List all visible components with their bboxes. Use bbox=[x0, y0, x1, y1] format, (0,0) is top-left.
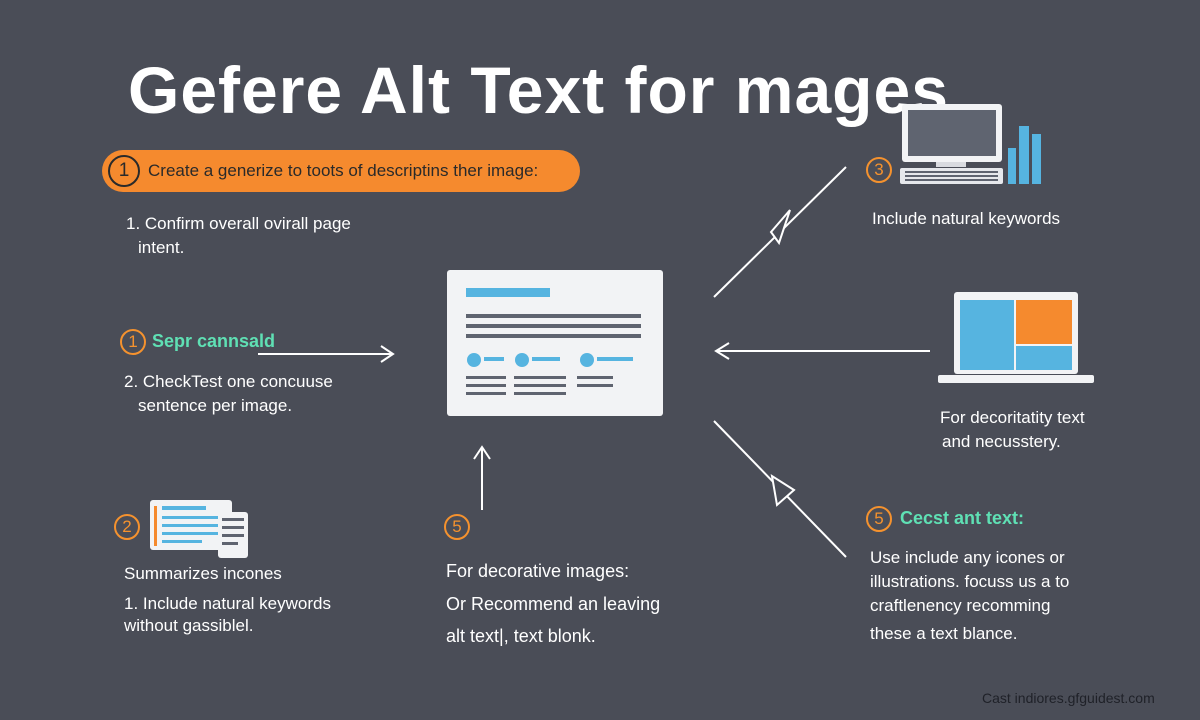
center-bottom-line3: alt text|, text blonk. bbox=[446, 626, 596, 646]
desktop-computer-icon bbox=[900, 104, 1041, 184]
left-mid-line1: 2. CheckTest one concuuse bbox=[124, 372, 333, 391]
page-title: Gefere Alt Text for mages bbox=[128, 53, 949, 127]
center-bottom-line2: Or Recommend an leaving bbox=[446, 594, 661, 614]
right-top-number: 3 bbox=[866, 157, 892, 183]
right-bottom-label: Cecst ant text: bbox=[900, 508, 1025, 528]
center-bottom-line1: For decorative images: bbox=[446, 561, 630, 581]
left-top-line1: 1. Confirm overall ovirall page bbox=[126, 214, 351, 233]
center-bottom-number: 5 bbox=[444, 514, 470, 540]
arrow-diagonal-up bbox=[713, 166, 847, 298]
left-bottom-number: 2 bbox=[114, 514, 140, 540]
arrow-diagonal-down bbox=[713, 420, 847, 558]
left-mid-number: 1 bbox=[120, 329, 146, 355]
right-bottom-line4: these a text blance. bbox=[870, 624, 1018, 643]
left-bottom-line1: 1. Include natural keywords bbox=[124, 594, 331, 613]
step1-pill: 1 Create a generize to toots of descript… bbox=[102, 150, 580, 192]
right-bottom-number: 5 bbox=[866, 506, 892, 532]
arrow-right-to-center bbox=[714, 342, 930, 360]
footer-url: Cast indiores.gfguidest.com bbox=[982, 690, 1155, 706]
laptop-icon bbox=[938, 292, 1094, 383]
arrow-up-to-center bbox=[473, 445, 491, 510]
documents-stack-icon bbox=[150, 500, 248, 558]
right-bottom-line3: craftlenency recomming bbox=[870, 596, 1051, 615]
document-icon bbox=[447, 270, 663, 416]
left-bottom-label: Summarizes incones bbox=[124, 564, 282, 583]
left-bottom-line2: without gassiblel. bbox=[124, 616, 254, 635]
right-bottom-line1: Use include any icones or bbox=[870, 548, 1065, 567]
step1-number: 1 bbox=[108, 155, 140, 187]
right-top-text: Include natural keywords bbox=[872, 209, 1061, 228]
left-mid-label: Sepr cannsald bbox=[152, 331, 276, 351]
right-bottom-line2: illustrations. focuss us a to bbox=[870, 572, 1070, 591]
step1-text: Create a generize to toots of descriptin… bbox=[148, 161, 539, 180]
left-top-line2: intent. bbox=[138, 238, 185, 257]
left-mid-line2: sentence per image. bbox=[138, 396, 293, 415]
right-mid-line2: and necusstery. bbox=[942, 432, 1061, 451]
right-mid-line1: For decoritatity text bbox=[940, 408, 1085, 427]
arrow-left-to-center bbox=[258, 345, 395, 363]
